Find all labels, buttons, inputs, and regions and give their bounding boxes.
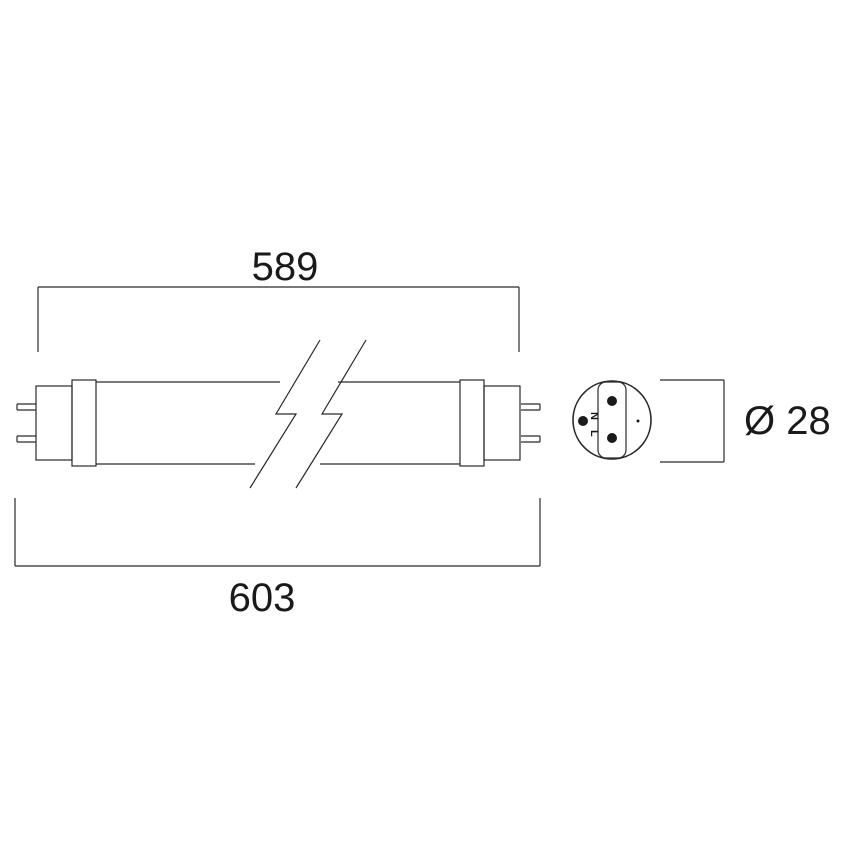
left-end-plate [35, 385, 73, 461]
pin-dot-small [636, 419, 640, 423]
right-end-plate [483, 385, 521, 461]
dimension-603: 603 [14, 498, 541, 620]
dim-603-label: 603 [229, 576, 296, 620]
tube-end-view: N L [572, 380, 652, 460]
break-line-right [295, 339, 367, 489]
right-pins [521, 403, 541, 443]
pin-label-l: L [588, 430, 600, 437]
right-end-cap [459, 379, 485, 467]
dim-589-label: 589 [252, 245, 319, 289]
dimension-589: 589 [37, 245, 520, 352]
end-view-circle [572, 380, 652, 460]
tube-side-view [16, 339, 541, 489]
left-end-cap [71, 379, 97, 467]
break-line-left [249, 339, 321, 489]
dimension-diameter: Ø 28 [660, 379, 831, 463]
pin-label-n: N [588, 412, 600, 420]
dim-dia-label: Ø 28 [744, 399, 831, 443]
left-pins [16, 403, 36, 443]
end-view-connector [597, 381, 627, 459]
pin-dot-left [578, 416, 588, 426]
pin-dot-bottom [607, 433, 617, 443]
pin-dot-top [607, 396, 617, 406]
